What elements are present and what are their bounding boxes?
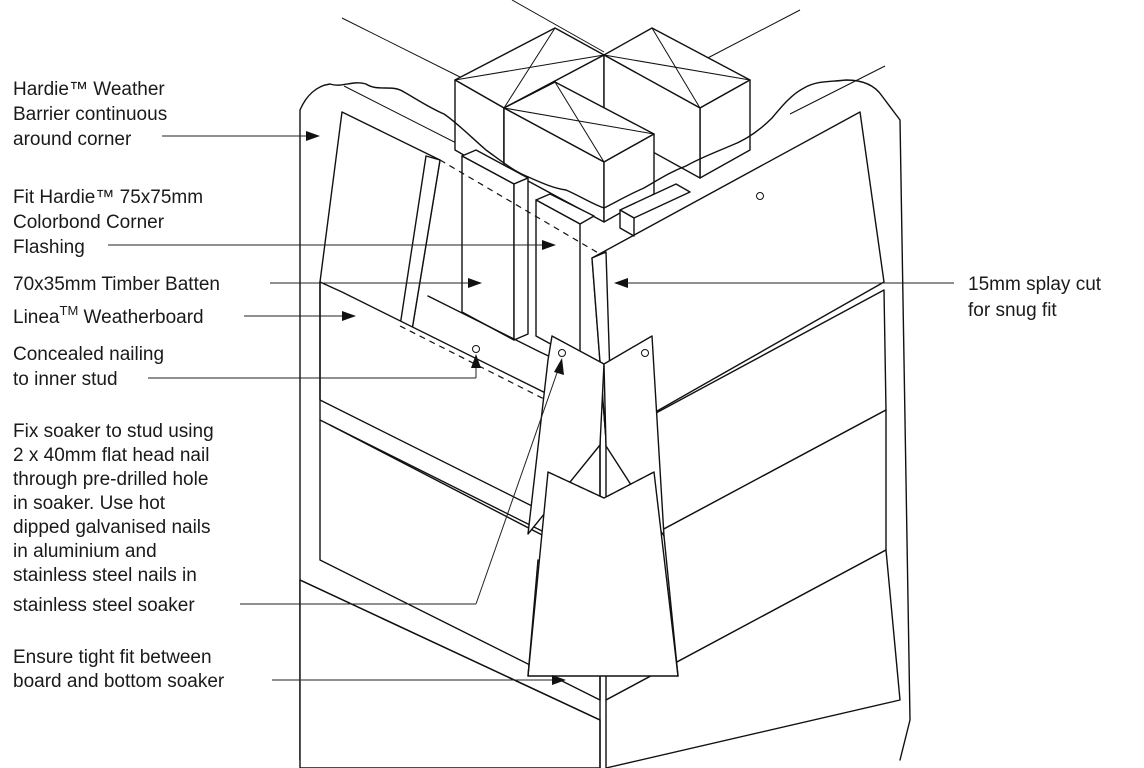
label-line: Fix soaker to stud using [13, 421, 214, 442]
framing-lines [341, 0, 886, 151]
label-line: in aluminium and [13, 541, 157, 562]
label-line: LineaTM Weatherboard [13, 303, 204, 328]
label-line: for snug fit [968, 300, 1057, 321]
label-concealed-nailing: Concealed nailing to inner stud [13, 344, 164, 390]
nail-hole-inner-stud [472, 345, 480, 353]
label-line: Barrier continuous [13, 104, 167, 125]
stud-blocks [454, 27, 751, 223]
label-fix-soaker: Fix soaker to stud using 2 x 40mm flat h… [13, 421, 214, 616]
label-timber-batten: 70x35mm Timber Batten [13, 274, 220, 295]
label-line: board and bottom soaker [13, 671, 225, 692]
label-line: to inner stud [13, 369, 118, 390]
label-line: stainless steel soaker [13, 595, 195, 616]
label-corner-flashing: Fit Hardie™ 75x75mm Colorbond Corner Fla… [13, 187, 203, 258]
label-splay-cut: 15mm splay cut for snug fit [968, 274, 1102, 321]
leader-lines [108, 131, 954, 685]
label-line: Concealed nailing [13, 344, 164, 365]
corner-soakers [527, 335, 679, 677]
label-line: 70x35mm Timber Batten [13, 274, 220, 295]
label-tight-fit: Ensure tight fit between board and botto… [13, 647, 225, 692]
label-line: stainless steel nails in [13, 565, 197, 586]
label-line: 15mm splay cut [968, 274, 1102, 295]
nail-holes [472, 192, 764, 357]
label-line: Fit Hardie™ 75x75mm [13, 187, 203, 208]
label-weatherboard: LineaTM Weatherboard [13, 303, 204, 328]
nail-hole-board-right [756, 192, 764, 200]
left-weatherboards [299, 111, 601, 768]
weather-barrier-outline [299, 79, 911, 761]
label-line: Hardie™ Weather [13, 79, 165, 100]
label-line: 2 x 40mm flat head nail [13, 445, 209, 466]
label-line: dipped galvanised nails [13, 517, 211, 538]
label-line: through pre-drilled hole [13, 469, 208, 490]
label-line: Flashing [13, 237, 85, 258]
label-line: around corner [13, 129, 132, 150]
nail-hole-soaker-right [641, 349, 649, 357]
label-line: Ensure tight fit between [13, 647, 212, 668]
right-weatherboards [439, 111, 901, 768]
label-weather-barrier: Hardie™ Weather Barrier continuous aroun… [13, 79, 167, 150]
label-line: Colorbond Corner [13, 212, 165, 233]
nail-hole-soaker-left [558, 349, 566, 357]
label-line: in soaker. Use hot [13, 493, 166, 514]
